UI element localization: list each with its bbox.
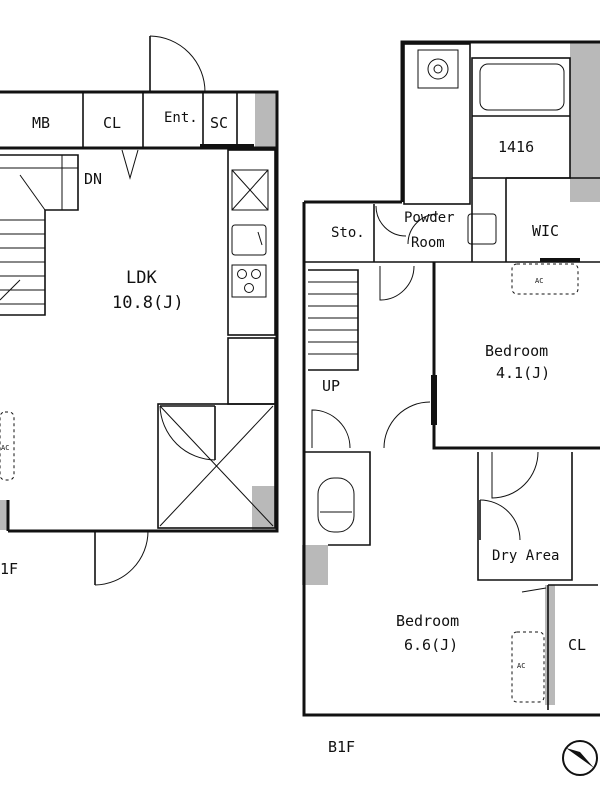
floor-label-b1f: B1F xyxy=(328,738,355,756)
floor-b1f-plan: AC xyxy=(302,40,600,776)
ac-label-1f: AC xyxy=(1,444,9,452)
closet-door-mark xyxy=(121,149,139,180)
door-swing xyxy=(311,409,351,449)
wic-rail xyxy=(540,258,580,262)
ac-label-bed1: AC xyxy=(535,277,543,285)
bottom-door-swing xyxy=(94,530,149,586)
entrance-door-swing xyxy=(149,35,206,93)
room-storage: Sto. xyxy=(331,225,365,241)
room-cl-1f: CL xyxy=(103,114,121,132)
door-swing xyxy=(379,265,415,301)
bathroom xyxy=(471,57,571,179)
room-entrance: Ent. xyxy=(164,110,198,126)
outer-wall xyxy=(400,40,600,202)
room-wic: WIC xyxy=(532,222,559,240)
bedroom1-wall xyxy=(432,262,600,450)
outer-wall xyxy=(0,90,279,533)
sto-door-swing xyxy=(375,205,407,237)
dry-area xyxy=(477,451,573,581)
floor-label-1f: 1F xyxy=(0,560,18,578)
wall-fill xyxy=(0,500,8,530)
floor-1f-plan: AC MB CL Ent. SC DN LDK 10.8(J) 1F xyxy=(0,35,279,586)
sliding-door[interactable] xyxy=(431,375,437,425)
room-bedroom1-size: 4.1(J) xyxy=(496,364,550,382)
wall-fill xyxy=(570,42,600,202)
ac-unit-1f xyxy=(0,411,15,481)
compass-icon xyxy=(562,740,598,776)
staircase-1f xyxy=(0,154,79,316)
room-powder-line1: Powder xyxy=(404,210,455,226)
stair-down-label: DN xyxy=(84,170,102,188)
powder-sink xyxy=(467,213,497,245)
stair-void-1f xyxy=(157,403,276,529)
stair-up-label: UP xyxy=(322,377,340,395)
wall-fill xyxy=(252,486,277,531)
room-bedroom1-name: Bedroom xyxy=(485,342,548,360)
room-ldk-name: LDK xyxy=(126,268,157,288)
bedroom2-closet xyxy=(521,584,598,710)
room-bath-code: 1416 xyxy=(498,138,534,156)
door-swing xyxy=(383,401,431,449)
outer-wall xyxy=(302,202,600,717)
ac-unit-bed1 xyxy=(511,263,579,295)
room-dry-area: Dry Area xyxy=(492,548,559,564)
room-bedroom2-name: Bedroom xyxy=(396,612,459,630)
wall-fill xyxy=(302,545,328,585)
toilet-room xyxy=(304,451,371,546)
room-powder-line2: Room xyxy=(411,235,445,251)
utility-counter xyxy=(403,43,471,205)
room-cl-b1f: CL xyxy=(568,636,586,654)
room-mb: MB xyxy=(32,114,50,132)
room-sc: SC xyxy=(210,114,228,132)
staircase-b1f xyxy=(308,269,359,371)
wall-fill xyxy=(545,585,555,705)
powder-door-swing xyxy=(407,213,439,245)
room-ldk-size: 10.8(J) xyxy=(112,293,184,313)
ac-label-bed2: AC xyxy=(517,662,525,670)
entrance-step xyxy=(200,144,254,148)
wall-fill xyxy=(255,92,277,148)
kitchen-counter xyxy=(227,149,276,405)
ac-unit-bed2 xyxy=(511,631,545,703)
room-bedroom2-size: 6.6(J) xyxy=(404,636,458,654)
